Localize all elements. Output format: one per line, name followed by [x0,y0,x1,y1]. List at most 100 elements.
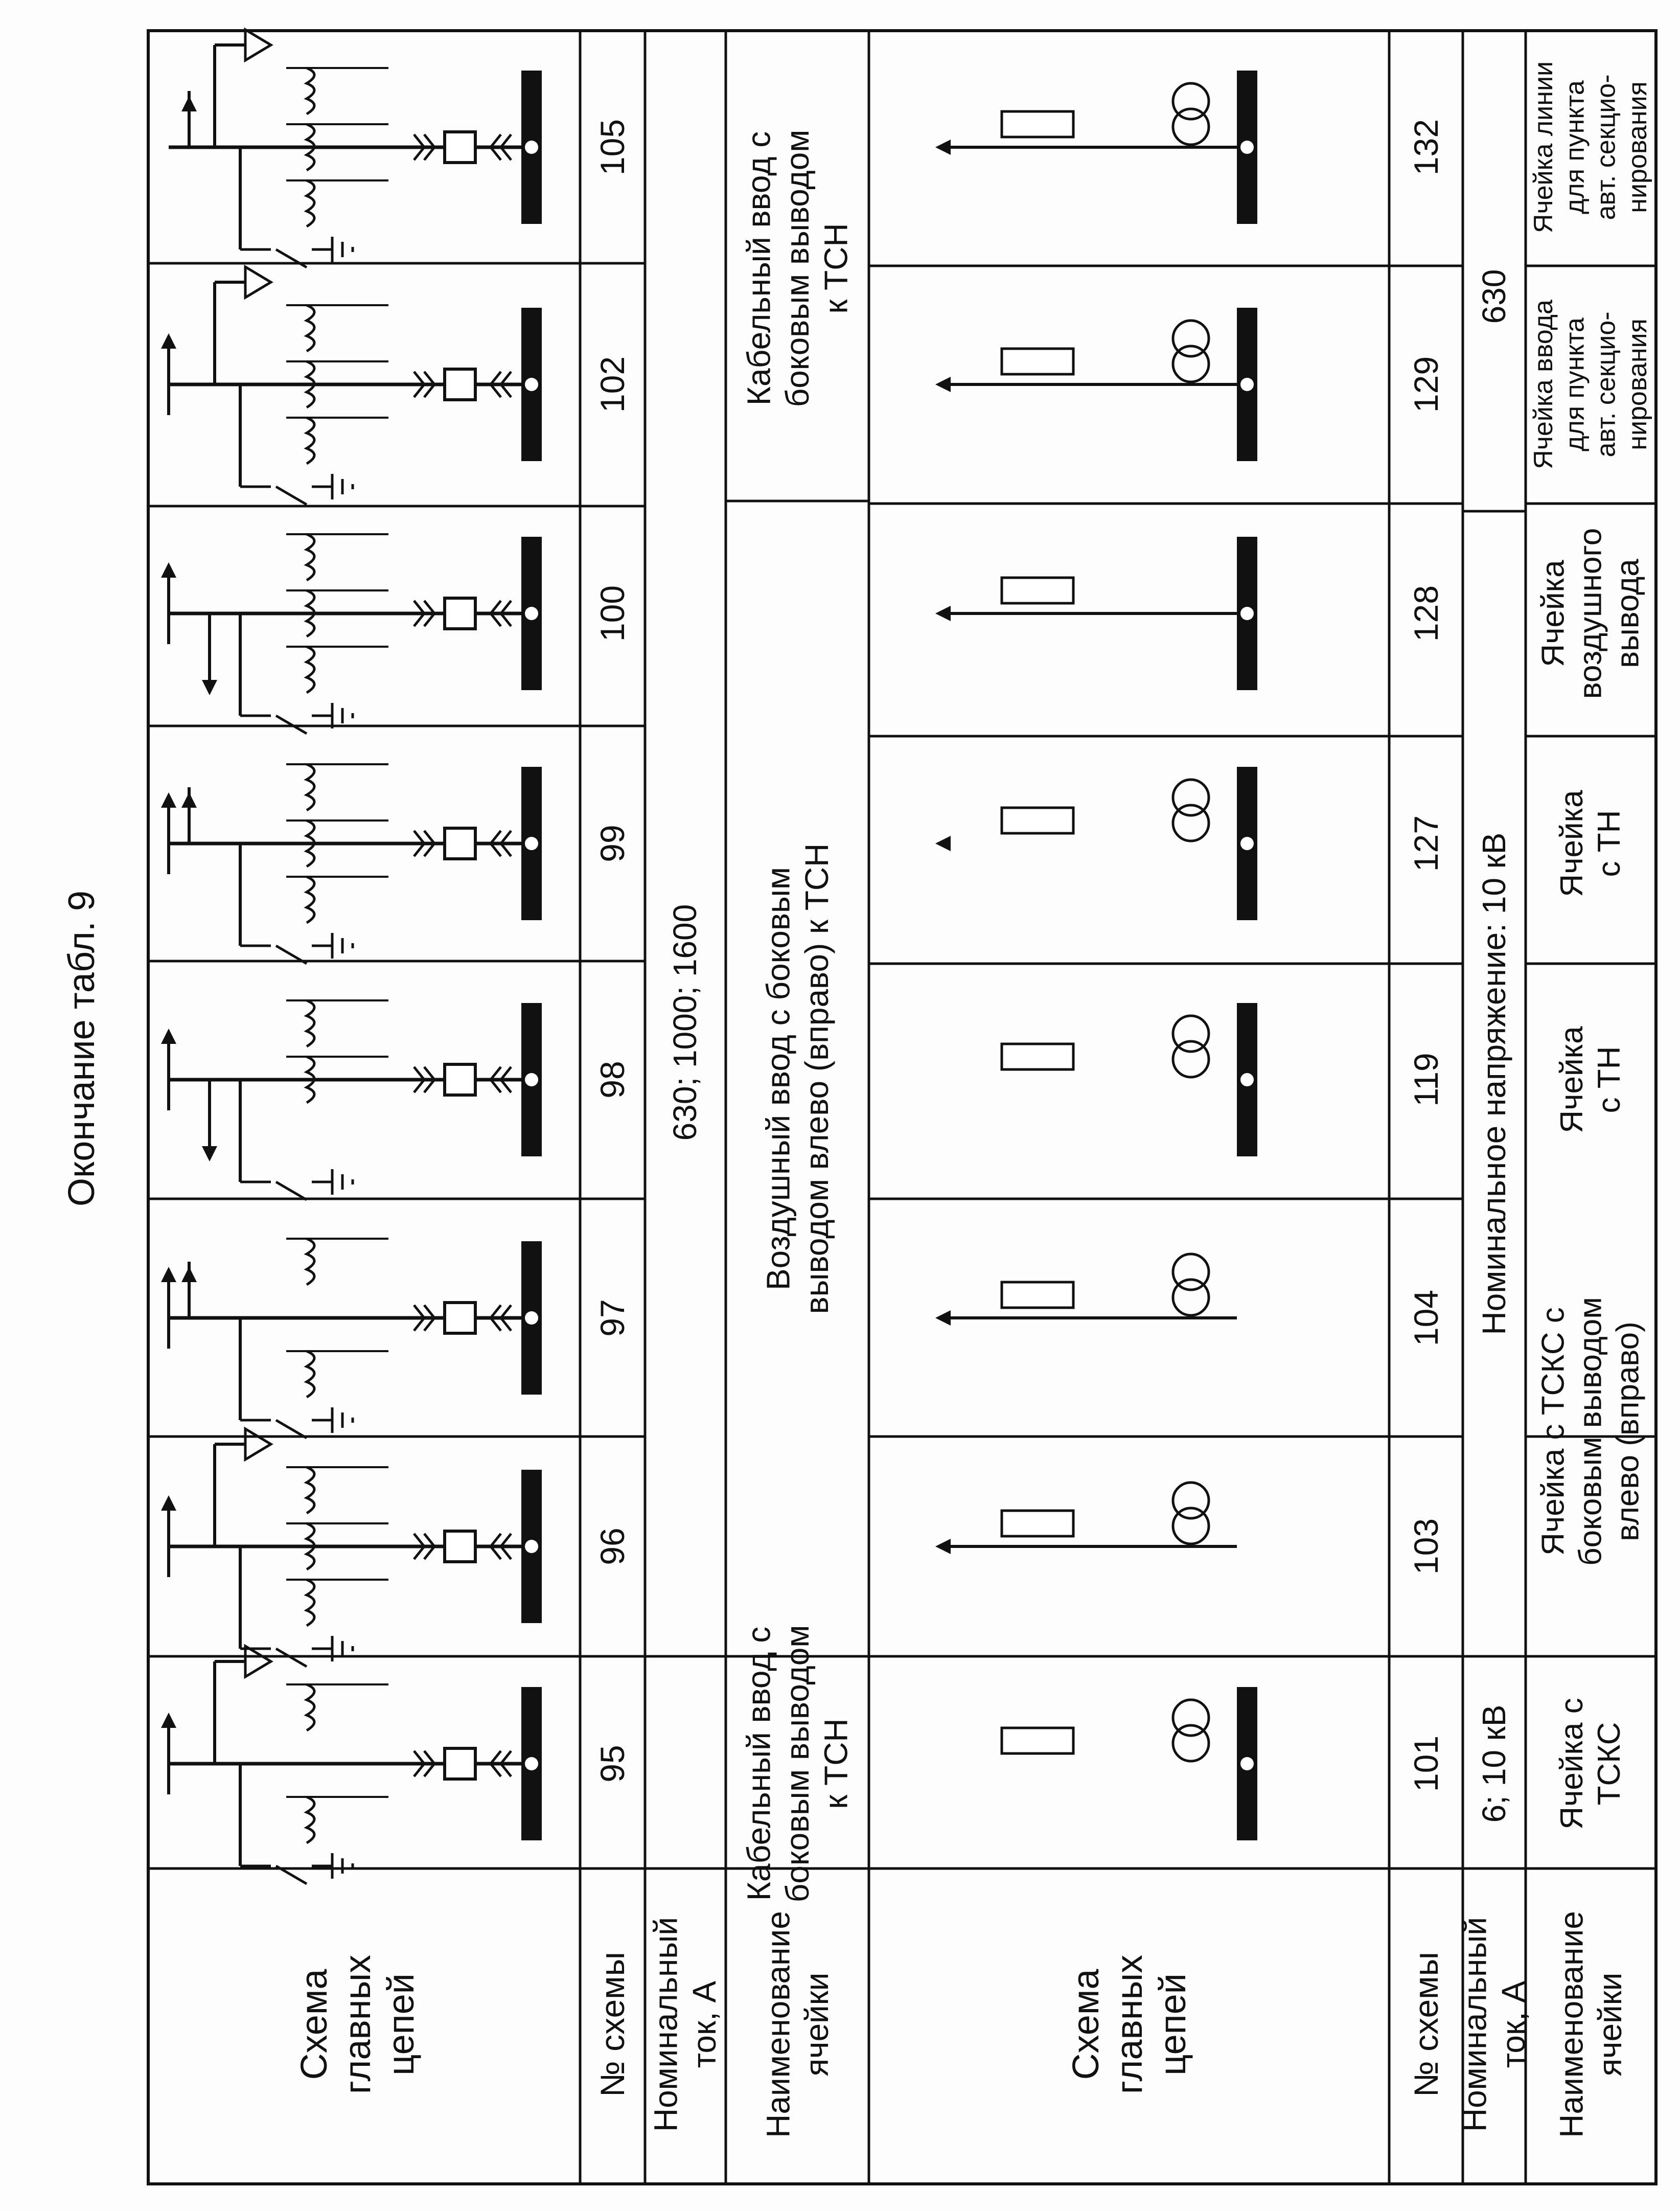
main-circuit-scheme-icon [935,308,1257,461]
scheme-number-upper-line: 97 [593,1299,631,1336]
fuse-icon [1000,806,1075,835]
scheme-number-lower-line: 129 [1407,356,1445,413]
main-circuit-scheme-icon [161,763,542,965]
scheme-number-upper-line: 100 [593,585,631,642]
cell-name-lower-line: Ячейка [1535,560,1571,667]
arrow-icon [935,140,951,155]
breaker-icon [443,827,477,860]
arrow-down-icon [181,96,197,111]
main-circuit-scheme-icon [935,1481,1237,1554]
current-transformer-icon [304,999,316,1048]
scheme-number-upper-line: 95 [593,1745,631,1782]
disconnect-plug-icon [413,133,436,161]
disconnect-plug-icon [413,1066,436,1093]
cell-name-lower-line: Ячейка ввода [1529,300,1558,469]
busbar-connection-icon [525,378,538,391]
earthing-switch-icon [240,237,354,269]
disconnect-plug-icon [489,600,512,627]
header-number-lower-line: № схемы [1407,1952,1445,2097]
disconnect-plug-icon [413,1533,436,1560]
rated-voltage-lower-line: Номинальное напряжение: 10 кВ [1476,833,1512,1335]
cable-termination-icon [244,264,273,300]
scheme-number-upper-line: 96 [593,1528,631,1565]
cell-name-lower-line: Ячейка [1554,790,1590,897]
header-number-lower: № схемы [1407,1952,1445,2097]
transformer-icon [1171,345,1210,383]
scheme-number-lower: 128 [1407,585,1445,642]
cell-name-upper-line: боковым выводом [779,130,816,407]
cell-name-lower-line: для пункта [1560,80,1590,214]
header-current-upper-line: Номинальный [647,1917,684,2132]
disconnect-plug-icon [489,371,512,398]
arrow-left-icon [161,333,176,349]
arrow-icon [935,836,951,851]
disconnect-plug-icon [489,830,512,857]
fuse-icon [1000,347,1075,376]
cell-name-lower-line: Ячейка линии [1529,61,1558,233]
cell-name-lower-line: с ТН [1592,810,1627,877]
earthing-switch-icon [240,1407,354,1440]
header-number-upper-line: № схемы [593,1952,631,2097]
current-transformer-icon [304,1466,316,1515]
fuse-icon [1000,1281,1075,1309]
rated-current-lower: 630 [1476,269,1512,324]
busbar-connection-icon [525,837,538,850]
scheme-number-upper-line: 98 [593,1061,631,1098]
main-circuit-scheme-icon [161,1237,542,1440]
scheme-number-lower-line: 119 [1407,1053,1445,1106]
cell-name-lower-line: боковым выводом [1573,1297,1608,1566]
cell-name-lower-line: Ячейка с ТСКС с [1535,1307,1571,1556]
busbar-connection-icon [525,141,538,154]
scheme-number-lower: 101 [1407,1736,1445,1792]
scheme-number-upper: 99 [593,825,631,862]
cell-name-lower-line: воздушного [1573,528,1608,699]
cell-name-upper-line: боковым выводом [779,1625,816,1903]
current-transformer-icon [304,1578,316,1627]
arrow-left-icon [161,562,176,578]
breaker-icon [443,1530,477,1563]
cell-name-lower-line: Ячейка с [1554,1698,1590,1829]
main-circuit-scheme-icon [161,533,542,735]
header-scheme-upper-line: Схема [294,1969,335,2080]
busbar-connection-icon [1240,837,1254,850]
transformer-icon [1171,1040,1210,1079]
transformer-icon [1171,1724,1210,1763]
arrow-icon [935,606,951,621]
cell-name-lower-line: вывода [1610,559,1646,668]
scheme-number-lower-line: 103 [1407,1518,1445,1575]
busbar-connection-icon [525,1311,538,1325]
main-circuit-scheme-icon [935,767,1257,920]
arrow-icon [935,1310,951,1326]
scheme-number-upper: 95 [593,1745,631,1782]
main-circuit-scheme-icon [1000,1687,1257,1840]
busbar-connection-icon [525,1757,538,1770]
disconnect-plug-icon [413,1304,436,1332]
arrow-left-icon [161,1495,176,1511]
header-name-lower-line: Наименование [1553,1911,1590,2138]
disconnect-plug-icon [489,1304,512,1332]
busbar-connection-icon [525,1073,538,1086]
current-transformer-icon [304,304,316,353]
fuse-icon [1000,576,1075,605]
arrow-down-icon [181,792,197,808]
current-transformer-icon [304,1522,316,1571]
transformer-icon [1171,107,1210,146]
transformer-icon [1171,804,1210,842]
main-circuit-scheme-icon [161,1644,542,1885]
current-transformer-icon [304,1683,316,1732]
header-scheme-lower-line: главных [1109,1955,1150,2094]
scheme-number-lower: 103 [1407,1518,1445,1575]
cell-name-upper-line: Воздушный ввод с боковым [760,867,796,1290]
